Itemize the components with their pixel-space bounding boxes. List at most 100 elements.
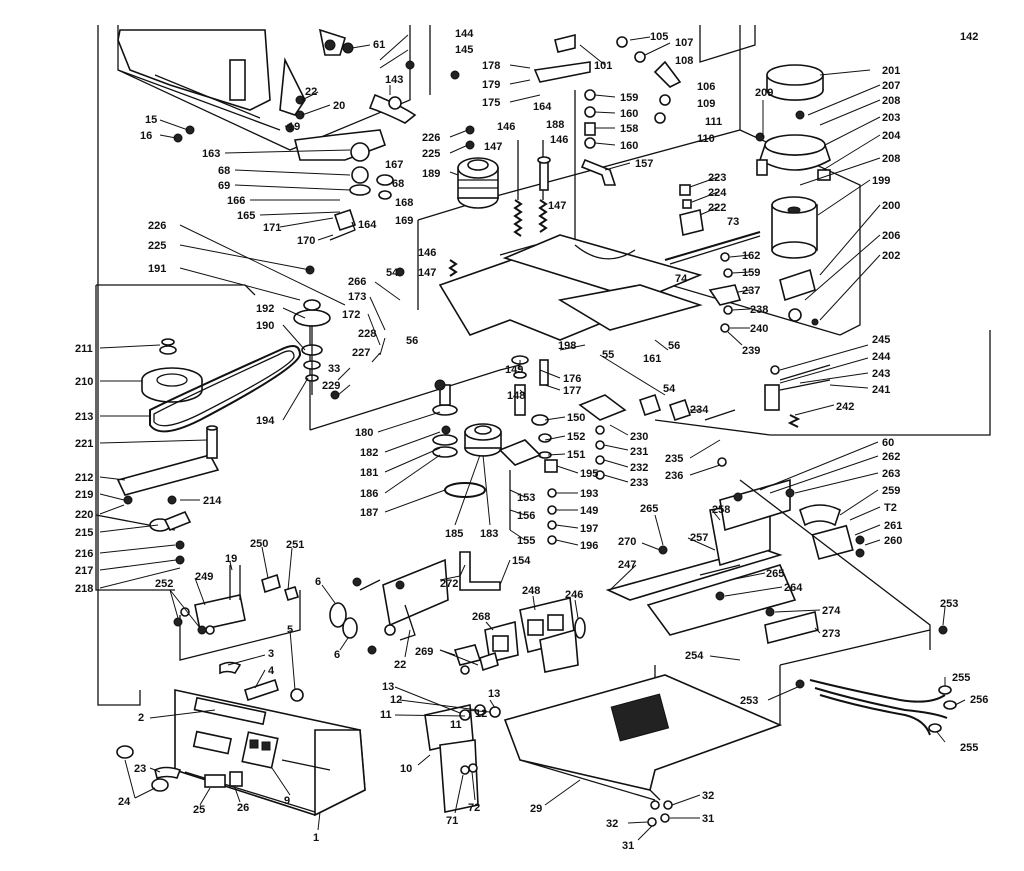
pulley-183 — [464, 423, 502, 457]
callout-192: 192 — [256, 303, 274, 315]
parts-230-236 — [578, 393, 736, 480]
callout-29: 29 — [530, 803, 542, 815]
callout-227: 227 — [352, 347, 370, 359]
knobs-23-24 — [116, 745, 182, 792]
callout-54a: 54 — [386, 267, 399, 279]
callout-150: 150 — [567, 412, 585, 424]
callout-248: 248 — [522, 585, 540, 597]
callout-158: 158 — [620, 123, 638, 135]
callout-147b: 147 — [548, 200, 566, 212]
callout-147c: 147 — [418, 267, 436, 279]
callout-179: 179 — [482, 79, 500, 91]
callout-177: 177 — [563, 385, 581, 397]
callout-219: 219 — [75, 489, 93, 501]
callout-269: 269 — [415, 646, 433, 658]
callout-148: 148 — [507, 390, 525, 402]
callout-197: 197 — [580, 523, 598, 535]
callout-31a: 31 — [702, 813, 714, 825]
callout-144: 144 — [455, 28, 474, 40]
callout-19b: 19 — [225, 553, 237, 565]
bracket-272 — [329, 551, 501, 641]
callout-272: 272 — [440, 578, 458, 590]
callout-240: 240 — [750, 323, 768, 335]
callout-225a: 225 — [422, 148, 440, 160]
bracket-175 — [533, 33, 591, 83]
belt-187 — [444, 482, 486, 498]
callout-72b: 72 — [468, 802, 480, 814]
callout-105: 105 — [650, 31, 668, 43]
callout-110: 110 — [697, 133, 715, 145]
callout-143: 143 — [385, 74, 403, 86]
callout-166: 166 — [227, 195, 245, 207]
callout-108: 108 — [675, 55, 693, 67]
callout-250: 250 — [250, 538, 268, 550]
callout-224: 224 — [708, 187, 727, 199]
callout-190: 190 — [256, 320, 274, 332]
callout-23: 23 — [134, 763, 146, 775]
callout-238: 238 — [750, 304, 768, 316]
callout-32b: 32 — [606, 818, 618, 830]
callout-204: 204 — [882, 130, 901, 142]
callout-181: 181 — [360, 467, 378, 479]
callout-182: 182 — [360, 447, 378, 459]
callout-6a: 6 — [315, 576, 321, 588]
callout-185: 185 — [445, 528, 463, 540]
bracket-plate-212 — [116, 425, 220, 532]
callout-270: 270 — [618, 536, 636, 548]
callout-171: 171 — [263, 222, 281, 234]
callout-214: 214 — [203, 495, 222, 507]
callout-26: 26 — [237, 802, 249, 814]
callout-273: 273 — [822, 628, 840, 640]
callout-218: 218 — [75, 583, 93, 595]
callout-68b: 68 — [392, 178, 404, 190]
parts-25-26 — [204, 771, 243, 788]
callout-111: 111 — [705, 116, 722, 128]
callout-31b: 31 — [622, 840, 634, 852]
callout-69: 69 — [218, 180, 230, 192]
callout-260: 260 — [884, 535, 902, 547]
callout-226a: 226 — [422, 132, 440, 144]
callout-203: 203 — [882, 112, 900, 124]
main-chassis-outline — [95, 25, 991, 706]
callout-178: 178 — [482, 60, 500, 72]
callout-208b: 208 — [882, 153, 900, 165]
callout-195: 195 — [580, 468, 598, 480]
callout-210: 210 — [75, 376, 93, 388]
idler-arm-assembly — [294, 93, 417, 241]
bottom-plate-29 — [503, 674, 783, 801]
parts-222-224 — [679, 184, 704, 236]
callout-71: 71 — [446, 815, 458, 827]
callout-19a: 19 — [288, 121, 300, 133]
callout-246: 246 — [565, 589, 583, 601]
callout-263: 263 — [882, 468, 900, 480]
callout-74: 74 — [675, 273, 688, 285]
callout-164a: 164 — [358, 219, 377, 231]
part-268 — [484, 620, 519, 663]
callout-266: 266 — [348, 276, 366, 288]
callout-201: 201 — [882, 65, 900, 77]
callout-242: 242 — [836, 401, 854, 413]
callout-56a: 56 — [406, 335, 418, 347]
callout-221: 221 — [75, 438, 93, 450]
callout-193: 193 — [580, 488, 598, 500]
callout-231: 231 — [630, 446, 648, 458]
callout-230: 230 — [630, 431, 648, 443]
pulley-stack-192 — [293, 299, 331, 395]
callout-213: 213 — [75, 411, 93, 423]
callout-244: 244 — [872, 351, 891, 363]
callout-9: 9 — [284, 795, 290, 807]
callout-265b: 265 — [766, 568, 784, 580]
callout-239: 239 — [742, 345, 760, 357]
callout-73: 73 — [727, 216, 739, 228]
callout-252: 252 — [155, 578, 173, 590]
callout-257: 257 — [690, 532, 708, 544]
switch-assembly-241 — [764, 364, 831, 428]
callout-10: 10 — [400, 763, 412, 775]
leader-lines — [99, 34, 966, 841]
belt-and-pulley — [141, 338, 302, 433]
callout-209: 209 — [755, 87, 773, 99]
callout-12b: 12 — [475, 708, 487, 720]
callout-253b: 253 — [740, 695, 758, 707]
callout-253a: 253 — [940, 598, 958, 610]
callout-187: 187 — [360, 507, 378, 519]
